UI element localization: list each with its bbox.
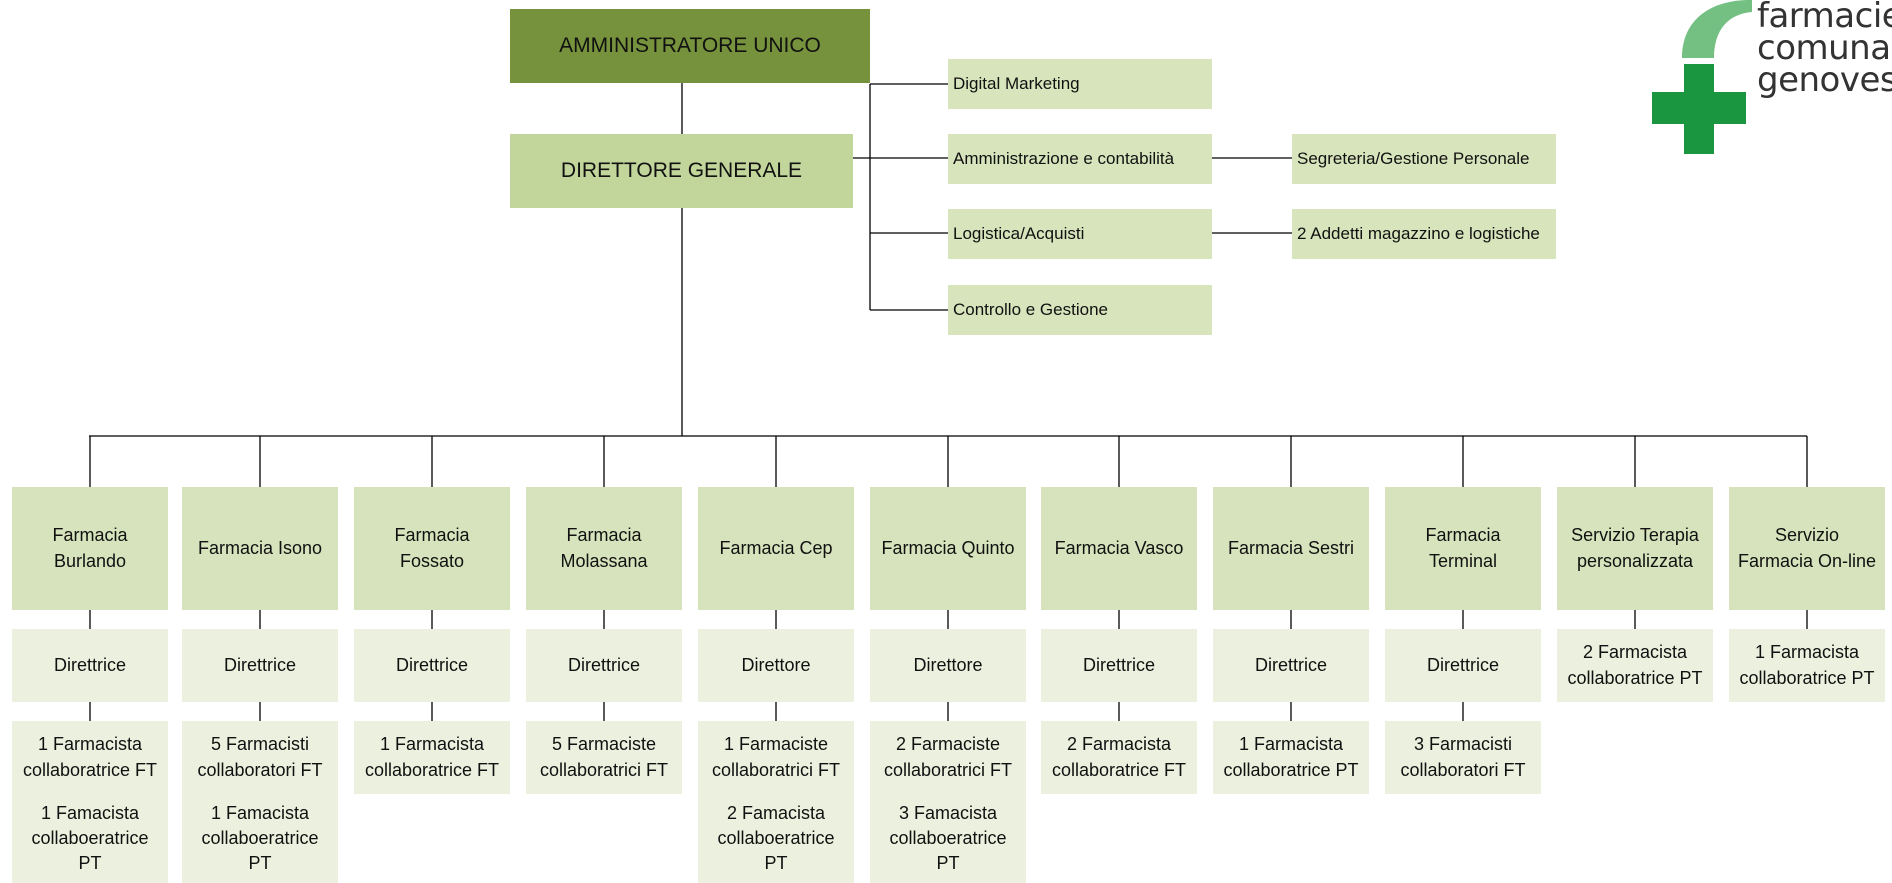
- branch-head-box: Direttrice: [526, 629, 682, 702]
- admin-box: AMMINISTRATORE UNICO: [510, 9, 870, 83]
- branch-staff-box: 1 Farmaciste collaboratrici FT: [698, 721, 854, 794]
- logo-text-line-3: genovesi: [1757, 60, 1892, 100]
- branch-head-box: Direttore: [870, 629, 1026, 702]
- branch-head-box: Direttrice: [12, 629, 168, 702]
- branch-staff-box: 3 Farmacisti collaboratori FT: [1385, 721, 1541, 794]
- staff-secretariat: Segreteria/Gestione Personale: [1292, 134, 1556, 184]
- staff-control: Controllo e Gestione: [948, 285, 1212, 335]
- branch-name-box: Servizio Terapia personalizzata: [1557, 487, 1713, 610]
- staff-logistics: Logistica/Acquisti: [948, 209, 1212, 259]
- branch-head-box: Direttrice: [354, 629, 510, 702]
- branch-head-box: Direttore: [698, 629, 854, 702]
- branch-staff-box: 5 Farmaciste collaboratrici FT: [526, 721, 682, 794]
- branch-parttime-box: 2 Famacista collaboeratrice PT: [698, 794, 854, 883]
- branch-name-box: Farmacia Molassana: [526, 487, 682, 610]
- branch-name-box: Farmacia Burlando: [12, 487, 168, 610]
- farmacie-comunali-genovesi-logo: [1652, 0, 1752, 154]
- branch-staff-box: 1 Farmacista collaboratrice PT: [1213, 721, 1369, 794]
- branch-name-box: Farmacia Cep: [698, 487, 854, 610]
- logo-arc: [1682, 0, 1752, 58]
- staff-administration: Amministrazione e contabilità: [948, 134, 1212, 184]
- branch-staff-box: 1 Farmacista collaboratrice FT: [354, 721, 510, 794]
- logo-cross-horizontal: [1652, 92, 1746, 124]
- branch-name-box: Farmacia Vasco: [1041, 487, 1197, 610]
- branch-name-box: Farmacia Quinto: [870, 487, 1026, 610]
- branch-staff-box: 2 Farmacista collaboratrice FT: [1041, 721, 1197, 794]
- branch-head-box: Direttrice: [1385, 629, 1541, 702]
- branch-name-box: Farmacia Fossato: [354, 487, 510, 610]
- branch-name-box: Farmacia Sestri: [1213, 487, 1369, 610]
- branch-staff-box: 5 Farmacisti collaboratori FT: [182, 721, 338, 794]
- branch-parttime-box: 1 Famacista collaboeratrice PT: [12, 794, 168, 883]
- branch-staff-box: 2 Farmaciste collaboratrici FT: [870, 721, 1026, 794]
- staff-digital-marketing: Digital Marketing: [948, 59, 1212, 109]
- branch-head-box: Direttrice: [1041, 629, 1197, 702]
- branch-name-box: Servizio Farmacia On-line: [1729, 487, 1885, 610]
- logo-text-line-2: comunali: [1757, 28, 1892, 68]
- branch-head-box: Direttrice: [182, 629, 338, 702]
- staff-warehouse: 2 Addetti magazzino e logistiche: [1292, 209, 1556, 259]
- branch-parttime-box: 1 Famacista collaboeratrice PT: [182, 794, 338, 883]
- director-box: DIRETTORE GENERALE: [510, 134, 853, 208]
- logo-text-line-1: farmacie: [1757, 0, 1892, 36]
- branch-head-box: Direttrice: [1213, 629, 1369, 702]
- branch-name-box: Farmacia Isono: [182, 487, 338, 610]
- branch-parttime-box: 3 Famacista collaboeratrice PT: [870, 794, 1026, 883]
- branch-head-box: 1 Farmacista collaboratrice PT: [1729, 629, 1885, 702]
- branch-staff-box: 1 Farmacista collaboratrice FT: [12, 721, 168, 794]
- branch-head-box: 2 Farmacista collaboratrice PT: [1557, 629, 1713, 702]
- branch-name-box: Farmacia Terminal: [1385, 487, 1541, 610]
